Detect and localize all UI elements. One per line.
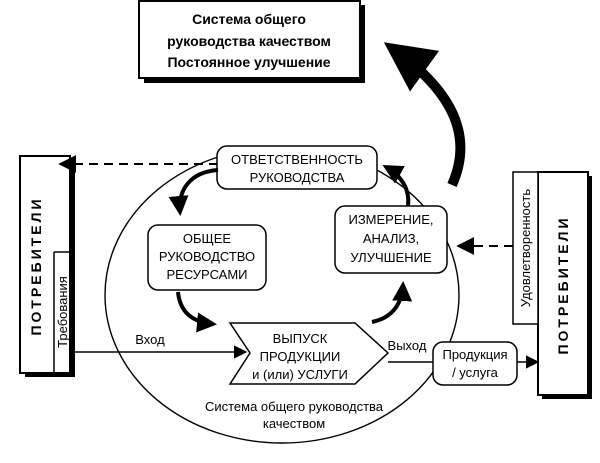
top-box-line1: Система общего	[192, 11, 306, 27]
responsibility-line1: ОТВЕТСТВЕННОСТЬ	[231, 152, 363, 167]
resources-line3: РЕСУРСАМИ	[166, 267, 247, 282]
top-box-line3: Постоянное улучшение	[167, 54, 330, 70]
output-line2: ПРОДУКЦИИ	[260, 349, 341, 364]
cycle-arrow-3	[371, 281, 413, 324]
top-box: Система общего руководства качеством Пос…	[138, 0, 365, 83]
resources-line1: ОБЩЕЕ	[183, 231, 232, 246]
top-box-line2: руководства качеством	[167, 33, 331, 49]
output-line1: ВЫПУСК	[273, 331, 328, 346]
left-consumers-label: ПОТРЕБИТЕЛИ	[28, 196, 44, 335]
improvement-arrow	[383, 42, 466, 188]
right-consumers-label: ПОТРЕБИТЕЛИ	[555, 215, 571, 354]
product-box: Продукция / услуга	[432, 341, 518, 386]
output-label: Выход	[388, 338, 427, 353]
product-line2: / услуга	[452, 365, 499, 380]
left-consumers-sub: Требования	[55, 276, 70, 348]
measurement-line1: ИЗМЕРЕНИЕ,	[348, 212, 433, 227]
node-responsibility: ОТВЕТСТВЕННОСТЬ РУКОВОДСТВА	[216, 145, 378, 190]
product-line1: Продукция	[442, 347, 507, 362]
measurement-line2: АНАЛИЗ,	[363, 231, 419, 246]
right-consumers-box: Удовлетворенность ПОТРЕБИТЕЛИ	[512, 171, 592, 399]
circle-caption-line2: качеством	[263, 416, 325, 431]
output-line3: и (или) УСЛУГИ	[252, 367, 348, 382]
measurement-line3: УЛУЧШЕНИЕ	[350, 250, 432, 265]
node-resources: ОБЩЕЕ РУКОВОДСТВО РЕСУРСАМИ	[147, 224, 267, 291]
node-output: ВЫПУСК ПРОДУКЦИИ и (или) УСЛУГИ	[228, 322, 390, 385]
left-consumers-box: ПОТРЕБИТЕЛИ Требования	[19, 155, 75, 377]
circle-caption-line1: Система общего руководства	[205, 399, 384, 414]
responsibility-line2: РУКОВОДСТВА	[250, 170, 345, 185]
resources-line2: РУКОВОДСТВО	[159, 249, 255, 264]
cycle-arrow-1	[168, 168, 219, 216]
cycle-arrow-2	[176, 291, 217, 333]
cycle-arrow-4	[382, 165, 411, 207]
node-measurement: ИЗМЕРЕНИЕ, АНАЛИЗ, УЛУЧШЕНИЕ	[334, 205, 448, 274]
input-label: Вход	[135, 332, 165, 347]
right-consumers-sub: Удовлетворенность	[518, 189, 533, 307]
